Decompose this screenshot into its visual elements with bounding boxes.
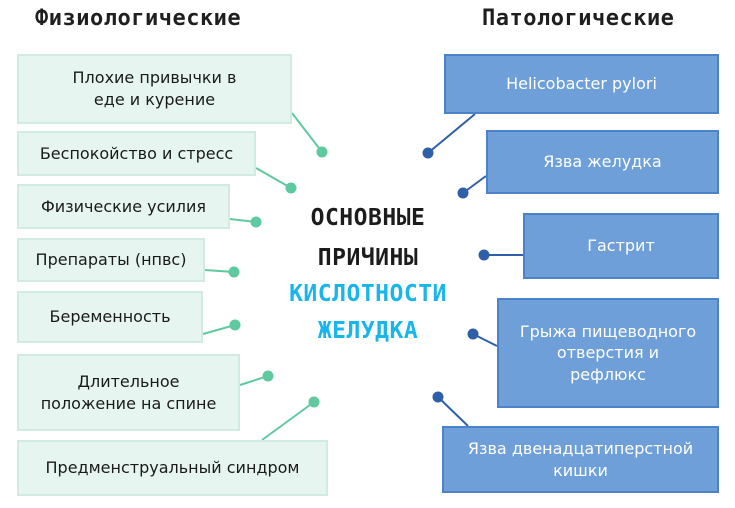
connector-dot <box>228 266 240 278</box>
connector-dot <box>308 396 320 408</box>
connector-dot <box>457 187 469 199</box>
connector-dot <box>262 370 274 382</box>
physiological-item: Препараты (нпвс) <box>17 238 205 282</box>
connector-dot <box>432 391 444 403</box>
connector-dot <box>422 147 434 159</box>
physiological-item: Предменструальный синдром <box>17 440 328 496</box>
center-title-line-1: ОСНОВНЫЕ <box>310 205 426 231</box>
physiological-item: Беспокойство и стресс <box>17 131 256 176</box>
physiological-item: Физические усилия <box>17 184 230 229</box>
pathological-item: Язва желудка <box>486 130 719 194</box>
pathological-header: Патологические <box>482 6 675 31</box>
pathological-item: Helicobacter pylori <box>444 54 719 114</box>
connector-dot <box>316 146 328 158</box>
connector-dot <box>285 182 297 194</box>
pathological-item: Грыжа пищеводного отверстия и рефлюкс <box>497 298 719 408</box>
center-title-line-3: КИСЛОТНОСТИ <box>289 281 447 307</box>
center-title-line-2: ПРИЧИНЫ <box>317 245 419 271</box>
connector-dot <box>229 319 241 331</box>
physiological-item: Длительное положение на спине <box>17 354 240 431</box>
center-title-line-4: ЖЕЛУДКА <box>317 318 419 344</box>
physiological-header: Физиологические <box>35 6 242 31</box>
physiological-item: Беременность <box>17 291 203 343</box>
physiological-item: Плохие привычки в еде и курение <box>17 54 292 124</box>
pathological-item: Гастрит <box>523 213 719 279</box>
pathological-item: Язва двенадцатиперстной кишки <box>442 426 719 493</box>
